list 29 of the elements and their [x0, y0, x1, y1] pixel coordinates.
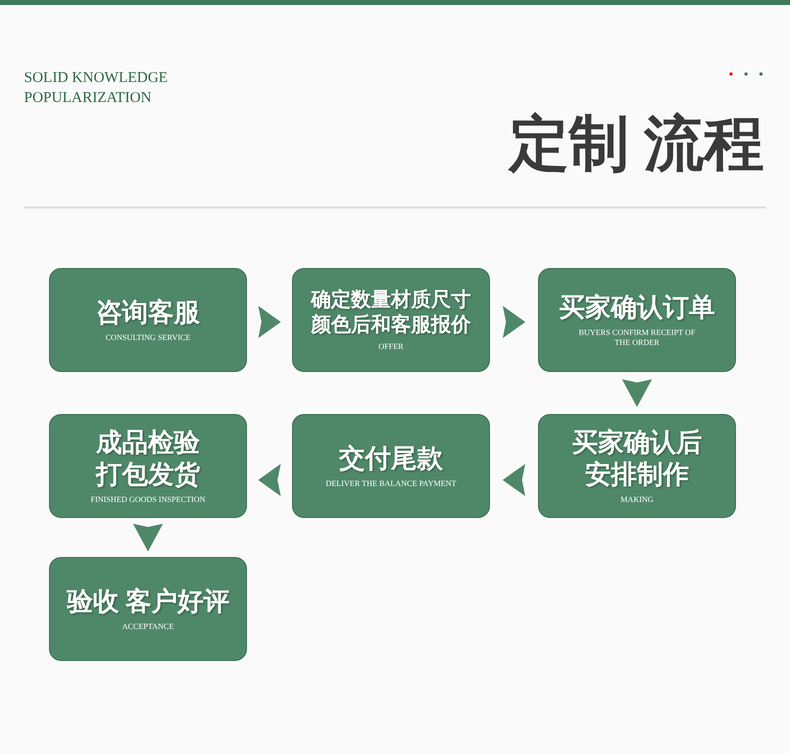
step-title: 成品检验打包发货 [94, 426, 201, 490]
step-subtitle: DELIVER THE BALANCE PAYMENT [326, 479, 456, 490]
process-box [538, 414, 736, 518]
step-title: 咨询客服 [96, 296, 200, 328]
step-subtitle: FINISHED GOODS INSPECTION [90, 495, 206, 506]
step-subtitle: MAKING [620, 495, 654, 506]
process-box [538, 268, 736, 372]
chevron-arrow [133, 524, 163, 552]
process-box [292, 414, 490, 518]
chevron-arrow [258, 306, 281, 338]
process-box [49, 268, 247, 372]
chevron-arrow [622, 379, 652, 408]
step-subtitle: CONSULTING SERVICE [105, 333, 191, 344]
step-subtitle: OFFER [378, 342, 404, 352]
step-title: 买家确认订单 [559, 292, 715, 324]
step-title: 买家确认后安排制作 [571, 426, 703, 490]
chevron-arrow [502, 306, 526, 338]
chevron-arrow [502, 464, 526, 496]
step-title: 交付尾款 [339, 442, 443, 474]
step-title: 验收 客户好评 [66, 586, 230, 618]
subtitle-text: SOLID KNOWLEDGE POPULARIZATION [24, 69, 169, 108]
process-box [292, 268, 490, 372]
step-title: 确定数量材质尺寸颜色后和客服报价 [310, 288, 472, 337]
process-box [49, 414, 247, 518]
chevron-arrow [258, 464, 281, 496]
process-box [49, 557, 247, 661]
step-subtitle: BUYERS CONFIRM RECEIPT OF THE ORDER [578, 328, 696, 348]
title: 定制 流程 [509, 110, 764, 179]
step-subtitle: ACCEPTANCE [122, 622, 174, 632]
